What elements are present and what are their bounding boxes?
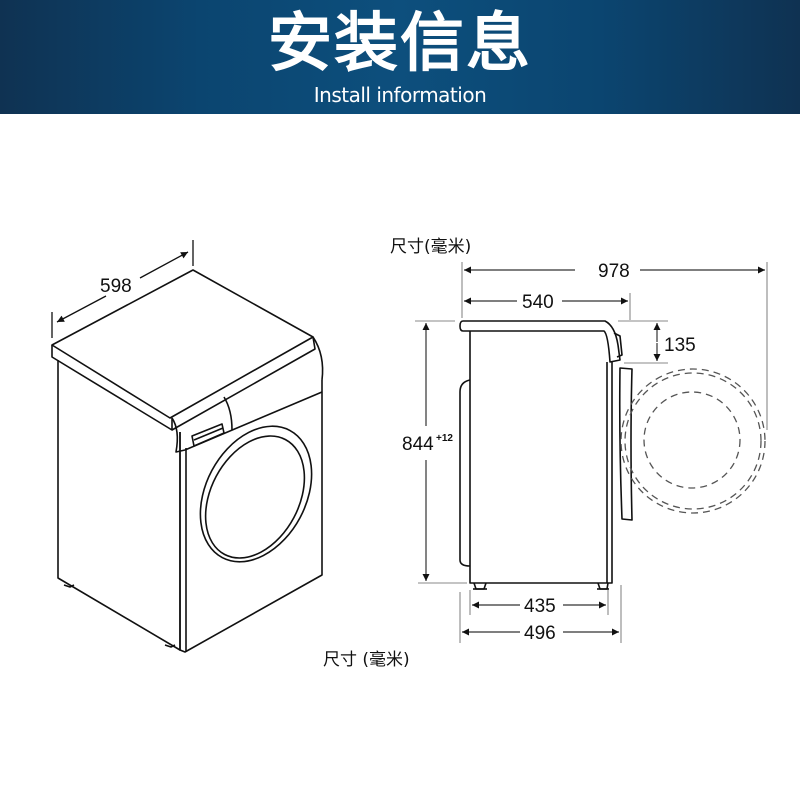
page-title: 安装信息 xyxy=(268,7,532,81)
top-depth-value: 540 xyxy=(522,292,554,313)
unit-label-iso: 尺寸 (毫米) xyxy=(323,650,410,670)
side-view-washer-icon xyxy=(459,320,633,590)
page-subtitle: Install information xyxy=(313,83,487,107)
door-swing-circle-icon xyxy=(620,368,766,514)
width-dimension: 598 xyxy=(51,240,194,338)
height-value: 844 xyxy=(402,434,434,455)
body-depth-value: 496 xyxy=(524,623,556,644)
foot-spacing-dimension: 435 xyxy=(472,596,606,617)
door-clearance-dimension: 135 xyxy=(653,323,696,361)
total-depth-value: 978 xyxy=(598,261,630,282)
top-depth-dimension: 540 xyxy=(464,292,628,313)
unit-label-side: 尺寸(毫米) xyxy=(390,237,471,257)
total-depth-dimension: 978 xyxy=(464,261,765,282)
header-banner: 安装信息 Install information xyxy=(0,0,800,114)
width-value: 598 xyxy=(100,276,132,297)
door-clearance-value: 135 xyxy=(664,335,696,356)
isometric-washer-icon xyxy=(51,269,324,653)
body-depth-dimension: 496 xyxy=(462,623,619,644)
foot-spacing-value: 435 xyxy=(524,596,556,617)
extension-lines xyxy=(415,262,768,643)
height-tolerance: +12 xyxy=(436,433,453,444)
height-dimension: 844 +12 xyxy=(402,323,453,581)
